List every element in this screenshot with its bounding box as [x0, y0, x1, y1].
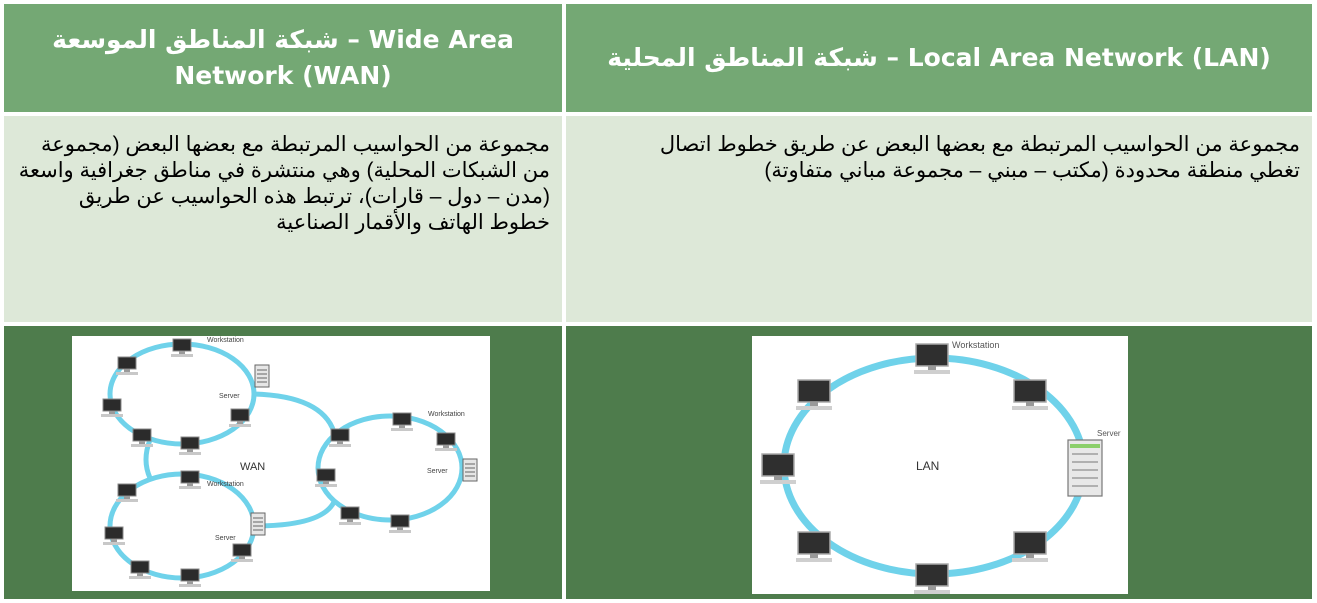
wan-network-illustration: Workstation Workstation Workstation Serv…	[100, 337, 478, 588]
lan-header-cell: Local Area Network (LAN) – شبكة المناطق …	[566, 4, 1312, 112]
lan-network-illustration: Workstation Server LAN	[759, 340, 1121, 595]
wan-workstation-label-3: Workstation	[207, 481, 244, 488]
wan-diagram: Workstation Workstation Workstation Serv…	[72, 336, 490, 591]
wan-image-cell: Workstation Workstation Workstation Serv…	[4, 326, 562, 599]
comparison-table: Wide Area – شبكة المناطق الموسعة Network…	[4, 4, 1312, 599]
wan-description-cell: مجموعة من الحواسيب المرتبطة مع بعضها الب…	[4, 116, 562, 322]
wan-header: Wide Area – شبكة المناطق الموسعة Network…	[52, 25, 514, 90]
wan-description: مجموعة من الحواسيب المرتبطة مع بعضها الب…	[18, 133, 550, 234]
wan-workstation-label-1: Workstation	[207, 337, 244, 344]
lan-description-line-2: تغطي منطقة محدودة (مكتب – مبني – مجموعة …	[764, 159, 1300, 182]
lan-description-line-1: مجموعة من الحواسيب المرتبطة مع بعضها الب…	[659, 133, 1300, 156]
lan-diagram: Workstation Server LAN	[752, 336, 1128, 595]
lan-server-label: Server	[1097, 429, 1121, 438]
wan-server-label-3: Server	[215, 535, 236, 542]
lan-workstation-label: Workstation	[952, 340, 999, 350]
lan-description-cell: مجموعة من الحواسيب المرتبطة مع بعضها الب…	[566, 116, 1312, 322]
lan-center-label: LAN	[916, 459, 939, 473]
wan-server-label-2: Server	[427, 468, 448, 475]
wan-header-cell: Wide Area – شبكة المناطق الموسعة Network…	[4, 4, 562, 112]
lan-header: Local Area Network (LAN) – شبكة المناطق …	[607, 43, 1271, 72]
wan-center-label: WAN	[240, 461, 265, 473]
wan-server-label-1: Server	[219, 393, 240, 400]
lan-image-cell: Workstation Server LAN	[566, 326, 1312, 599]
wan-workstation-label-2: Workstation	[428, 411, 465, 418]
